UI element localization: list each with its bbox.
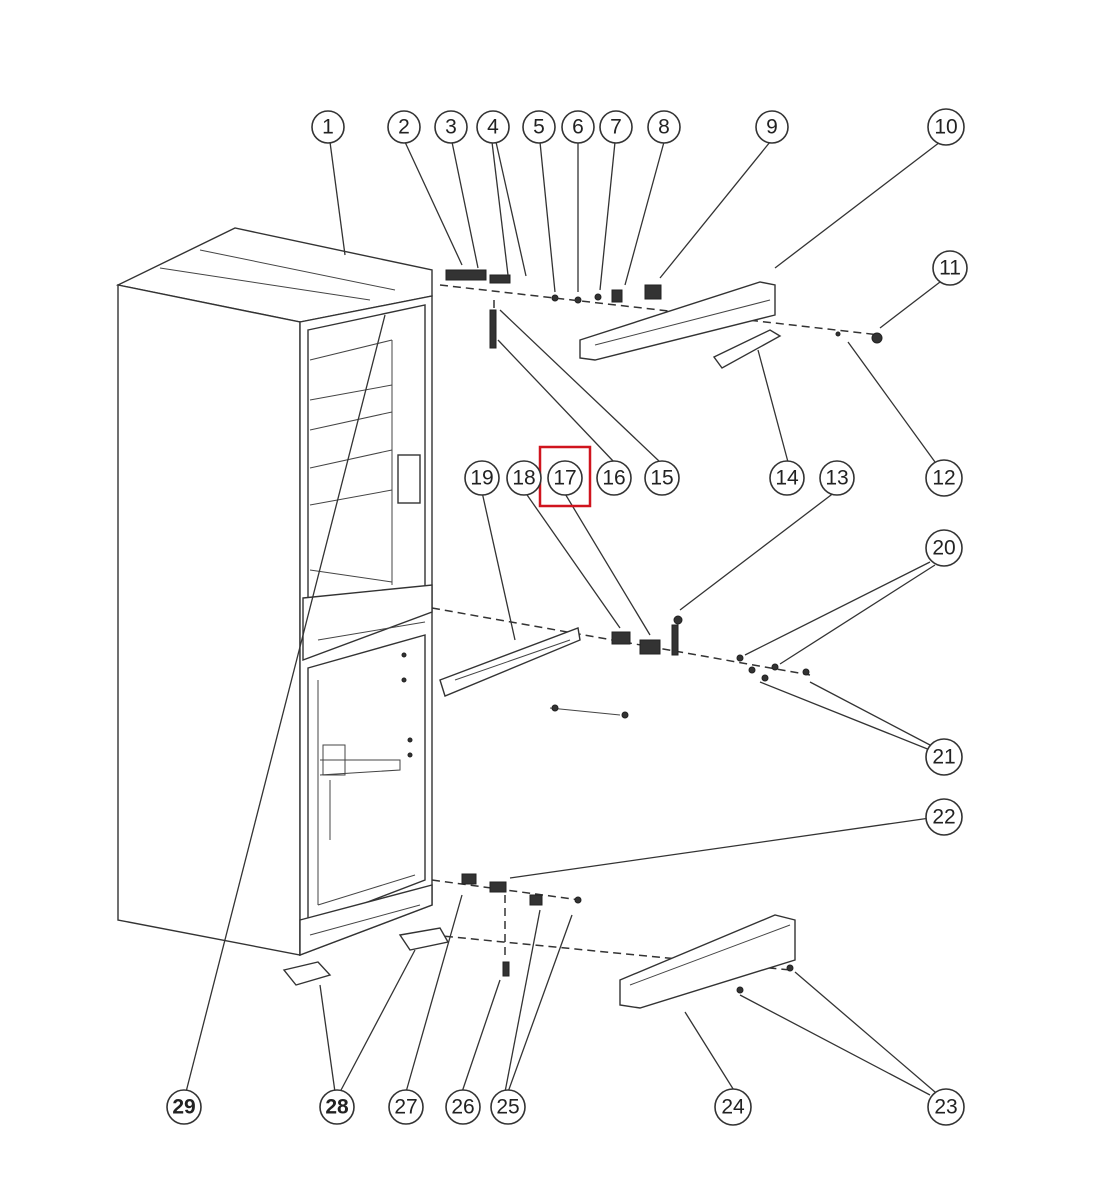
svg-text:4: 4 [487,116,499,139]
callout-3: 3 [434,110,468,144]
callout-23: 23 [927,1088,965,1126]
svg-text:16: 16 [602,467,625,490]
svg-text:27: 27 [394,1096,417,1119]
callout-19: 19 [464,460,500,496]
svg-text:7: 7 [610,116,622,139]
callout-8: 8 [647,110,681,144]
callout-20: 20 [925,529,963,567]
callout-25: 25 [490,1089,526,1125]
callout-2: 2 [387,110,421,144]
callout-11: 11 [932,250,968,286]
callout-17: 17 [547,460,583,496]
svg-text:23: 23 [934,1096,957,1119]
top-hinge-assembly [439,269,883,369]
callout-16: 16 [596,460,632,496]
callout-10: 10 [927,108,965,146]
svg-text:29: 29 [172,1096,195,1119]
bottom-assembly [282,873,796,1009]
callout-26: 26 [445,1089,481,1125]
svg-text:5: 5 [533,116,545,139]
callout-12: 12 [925,459,963,497]
svg-text:1: 1 [322,116,334,139]
callout-4: 4 [476,110,510,144]
callout-7: 7 [599,110,633,144]
svg-text:2: 2 [398,116,410,139]
svg-text:9: 9 [766,116,778,139]
callout-1: 1 [311,110,345,144]
cabinet-body [115,227,433,957]
svg-text:11: 11 [939,257,961,280]
callout-21: 21 [925,738,963,776]
svg-text:26: 26 [451,1096,474,1119]
svg-text:28: 28 [325,1096,349,1119]
svg-text:20: 20 [932,537,955,560]
svg-text:21: 21 [932,746,955,769]
svg-text:12: 12 [932,467,955,490]
callout-15: 15 [644,460,680,496]
svg-text:8: 8 [658,116,670,139]
svg-text:22: 22 [932,806,955,829]
callout-5: 5 [522,110,556,144]
callout-9: 9 [755,110,789,144]
svg-text:17: 17 [553,467,576,490]
svg-text:25: 25 [496,1096,519,1119]
callout-18: 18 [506,460,542,496]
leader-lines [185,141,941,1096]
svg-text:13: 13 [825,467,848,490]
callout-13: 13 [819,460,855,496]
callout-24: 24 [714,1088,752,1126]
middle-hinge-assembly [431,607,811,719]
svg-text:10: 10 [934,116,957,139]
callout-29: 29 [166,1089,202,1125]
callout-6: 6 [561,110,595,144]
svg-text:6: 6 [572,116,584,139]
callout-22: 22 [925,798,963,836]
svg-text:18: 18 [512,467,535,490]
svg-text:15: 15 [650,467,673,490]
svg-text:14: 14 [775,467,799,490]
svg-text:3: 3 [445,116,457,139]
svg-text:19: 19 [470,467,493,490]
svg-text:24: 24 [721,1096,745,1119]
callout-14: 14 [769,460,805,496]
callout-27: 27 [388,1089,424,1125]
callout-28: 28 [319,1089,355,1125]
